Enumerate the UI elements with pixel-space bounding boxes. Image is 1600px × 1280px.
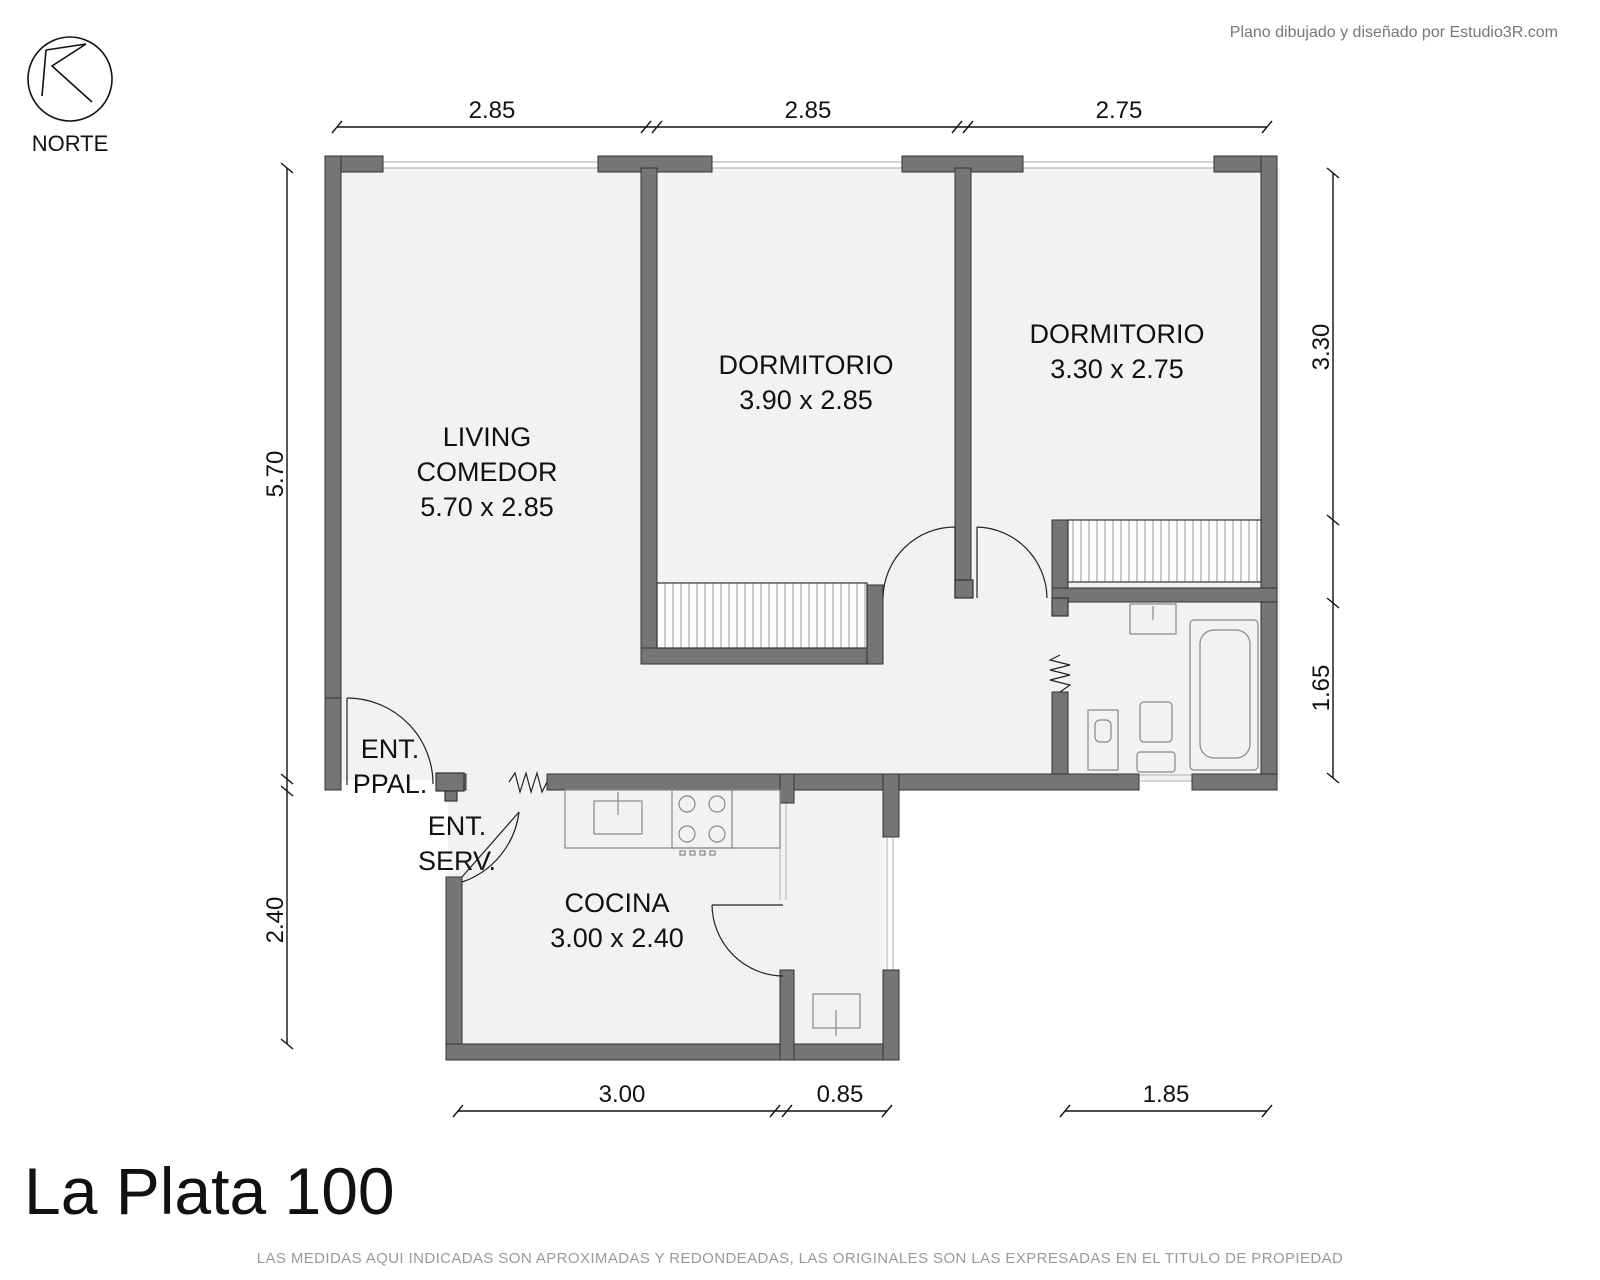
bedroom-1-size: 3.90 x 2.85 <box>739 385 873 415</box>
service-entry-label: ENT. SERV. <box>418 811 496 876</box>
dim-right-2: 1.65 <box>1308 665 1335 712</box>
living-name-line2: COMEDOR <box>417 457 558 487</box>
bedroom-2-name: DORMITORIO <box>1030 319 1205 349</box>
dim-right-1: 3.30 <box>1308 324 1335 371</box>
north-arrow-icon <box>27 36 113 122</box>
dimension-lines <box>280 120 1340 1118</box>
bedroom-2-label: DORMITORIO 3.30 x 2.75 <box>1030 319 1205 384</box>
bedroom-1-label: DORMITORIO 3.90 x 2.85 <box>719 350 894 415</box>
closets <box>656 519 1262 649</box>
kitchen-size: 3.00 x 2.40 <box>550 923 684 953</box>
property-title: La Plata 100 <box>24 1154 395 1228</box>
bedroom-2-size: 3.30 x 2.75 <box>1050 354 1184 384</box>
floor-fill <box>330 168 1280 1044</box>
main-entry-line2: PPAL. <box>353 769 428 799</box>
dim-top-3: 2.75 <box>1096 97 1143 124</box>
bedroom-1-name: DORMITORIO <box>719 350 894 380</box>
bathroom-fixtures <box>1087 603 1259 773</box>
main-entry-label: ENT. PPAL. <box>353 734 428 799</box>
service-entry-line2: SERV. <box>418 846 496 876</box>
living-room-label: LIVING COMEDOR 5.70 x 2.85 <box>417 422 558 522</box>
dim-left-2: 2.40 <box>262 897 289 944</box>
walls <box>324 155 1278 1061</box>
doors <box>346 526 1072 977</box>
kitchen-name: COCINA <box>564 888 669 918</box>
drawing-credit: Plano dibujado y diseñado por Estudio3R.… <box>1229 24 1558 41</box>
dim-top-1: 2.85 <box>469 97 516 124</box>
dim-bottom-1: 3.00 <box>599 1081 646 1108</box>
dim-left-1: 5.70 <box>262 451 289 498</box>
measurements-disclaimer: LAS MEDIDAS AQUI INDICADAS SON APROXIMAD… <box>256 1250 1344 1267</box>
living-size: 5.70 x 2.85 <box>420 492 554 522</box>
kitchen-label: COCINA 3.00 x 2.40 <box>550 888 684 953</box>
dim-bottom-2: 0.85 <box>817 1081 864 1108</box>
windows <box>383 161 1214 970</box>
dim-top-2: 2.85 <box>785 97 832 124</box>
north-label: NORTE <box>32 131 109 156</box>
main-entry-line1: ENT. <box>361 734 420 764</box>
dim-bottom-3: 1.85 <box>1143 1081 1190 1108</box>
service-entry-line1: ENT. <box>428 811 487 841</box>
kitchen-fixtures <box>564 789 861 1036</box>
living-name-line1: LIVING <box>443 422 532 452</box>
